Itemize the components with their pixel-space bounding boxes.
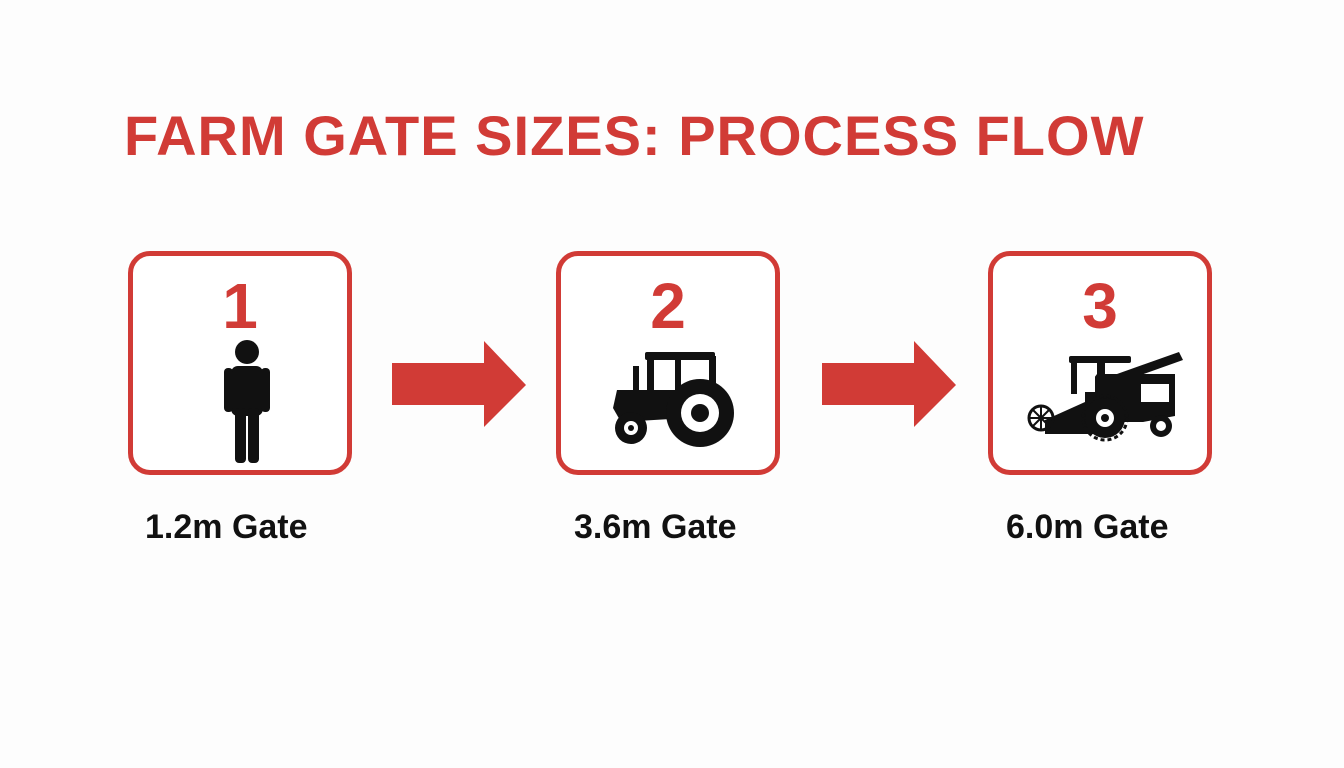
step-label-3: 6.0m Gate xyxy=(1006,508,1169,546)
step-number: 1 xyxy=(222,270,258,342)
step-box-3: 3 xyxy=(988,251,1212,475)
arrow-right-icon xyxy=(392,341,526,427)
step-number: 2 xyxy=(650,270,686,342)
step-box-2: 2 xyxy=(556,251,780,475)
step-number: 3 xyxy=(1082,270,1118,342)
person-icon xyxy=(224,340,270,463)
step-label-2: 3.6m Gate xyxy=(574,508,737,546)
combine-harvester-icon xyxy=(1027,352,1183,442)
arrow-right-icon xyxy=(822,341,956,427)
diagram-title: FARM GATE SIZES: PROCESS FLOW xyxy=(124,104,1145,167)
tractor-icon xyxy=(613,352,734,447)
step-box-1: 1 xyxy=(128,251,352,475)
step-label-1: 1.2m Gate xyxy=(145,508,308,546)
